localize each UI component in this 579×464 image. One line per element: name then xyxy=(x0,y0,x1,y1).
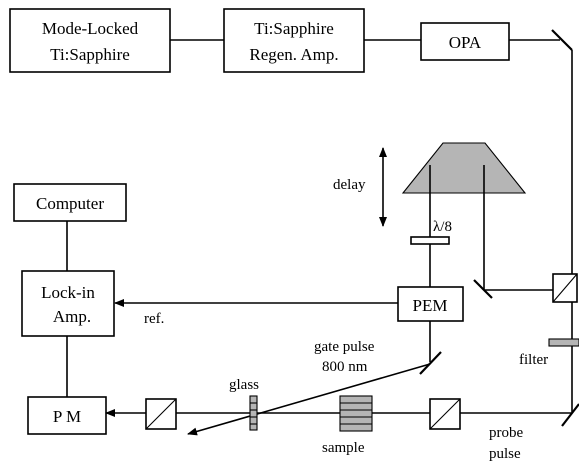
gate-pulse-beam xyxy=(187,363,431,436)
waveplate-label: λ/8 xyxy=(433,219,452,235)
waveplate-element xyxy=(410,236,450,245)
lockin-amp-box: Lock-in Amp. xyxy=(21,270,115,337)
bottom-right-mirror xyxy=(561,403,579,427)
retroreflector-prism xyxy=(401,142,527,194)
pem-box: PEM xyxy=(397,286,464,322)
photomultiplier-box: P M xyxy=(27,396,107,435)
probe-label-line2: pulse xyxy=(489,446,521,462)
input-polarizer xyxy=(429,398,461,430)
computer-box: Computer xyxy=(13,183,127,222)
glass-label: glass xyxy=(229,377,259,393)
analyzer-polarizer xyxy=(145,398,177,430)
sample-element xyxy=(339,395,373,432)
mode-locked-laser-box: Mode-Locked Ti:Sapphire xyxy=(9,8,171,73)
computer-label: Computer xyxy=(36,194,104,213)
delay-label: delay xyxy=(333,177,366,193)
lockin-label-line1: Lock-in xyxy=(41,283,95,302)
regen-label-line2: Regen. Amp. xyxy=(249,45,338,64)
opa-box: OPA xyxy=(420,22,510,61)
regen-label-line1: Ti:Sapphire xyxy=(254,19,334,38)
pem-label: PEM xyxy=(413,296,448,315)
beam-splitter-cube xyxy=(552,273,578,303)
glass-element xyxy=(249,395,258,431)
gate-mirror xyxy=(419,351,442,375)
opa-label: OPA xyxy=(449,33,482,52)
pm-label: P M xyxy=(53,407,81,426)
lockin-label-line2: Amp. xyxy=(53,307,91,326)
delay-mirror xyxy=(473,279,493,299)
ref-label: ref. xyxy=(144,311,164,327)
gate-pulse-label-line2: 800 nm xyxy=(322,359,368,375)
probe-label-line1: probe xyxy=(489,425,523,441)
gate-pulse-label-line1: gate pulse xyxy=(314,339,375,355)
top-right-mirror xyxy=(551,29,573,51)
regen-amp-box: Ti:Sapphire Regen. Amp. xyxy=(223,8,365,73)
sample-label: sample xyxy=(322,440,365,456)
filter-element xyxy=(548,338,579,347)
mode-locked-label-line1: Mode-Locked xyxy=(42,19,139,38)
mode-locked-label-line2: Ti:Sapphire xyxy=(50,45,130,64)
filter-label: filter xyxy=(519,352,548,368)
